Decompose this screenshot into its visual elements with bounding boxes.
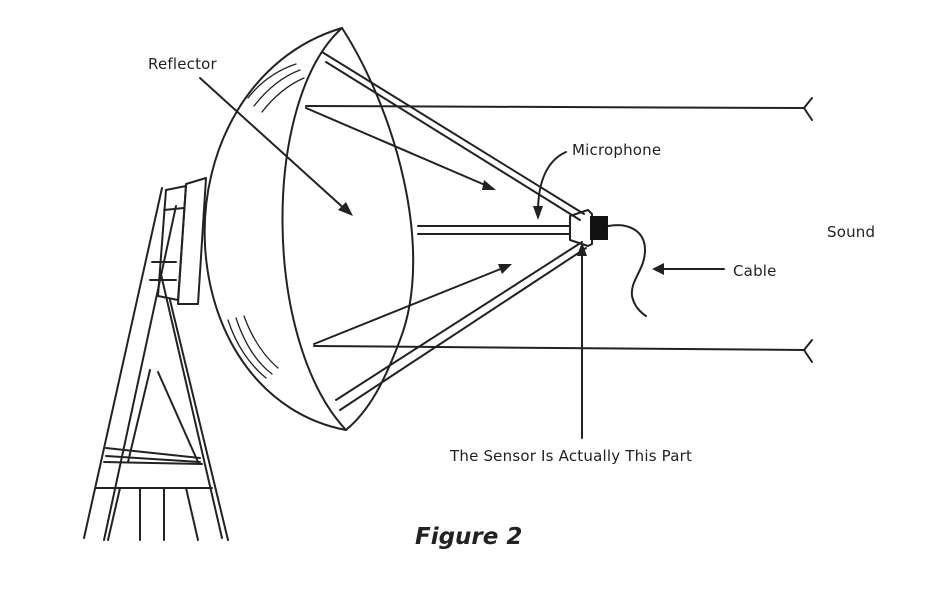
cable-arrowhead [652,263,664,275]
sensor-label: The Sensor Is Actually This Part [450,447,693,465]
reflected-rays [305,107,512,345]
sound-rays [305,97,813,363]
sound-label: Sound [827,223,876,241]
tripod-stand [83,177,229,541]
figure-caption: Figure 2 [415,524,523,550]
cable-label: Cable [733,262,777,280]
reflector-arrowhead [338,202,353,216]
sensor-element [590,216,608,240]
microphone-arrowhead [533,206,543,220]
cable [607,224,647,317]
sensor-arrowhead [577,242,587,256]
reflector-dish [203,27,415,431]
reflector-label: Reflector [148,55,217,73]
label-pointers [199,77,725,439]
microphone-label: Microphone [572,141,662,159]
microphone-head [569,209,608,247]
